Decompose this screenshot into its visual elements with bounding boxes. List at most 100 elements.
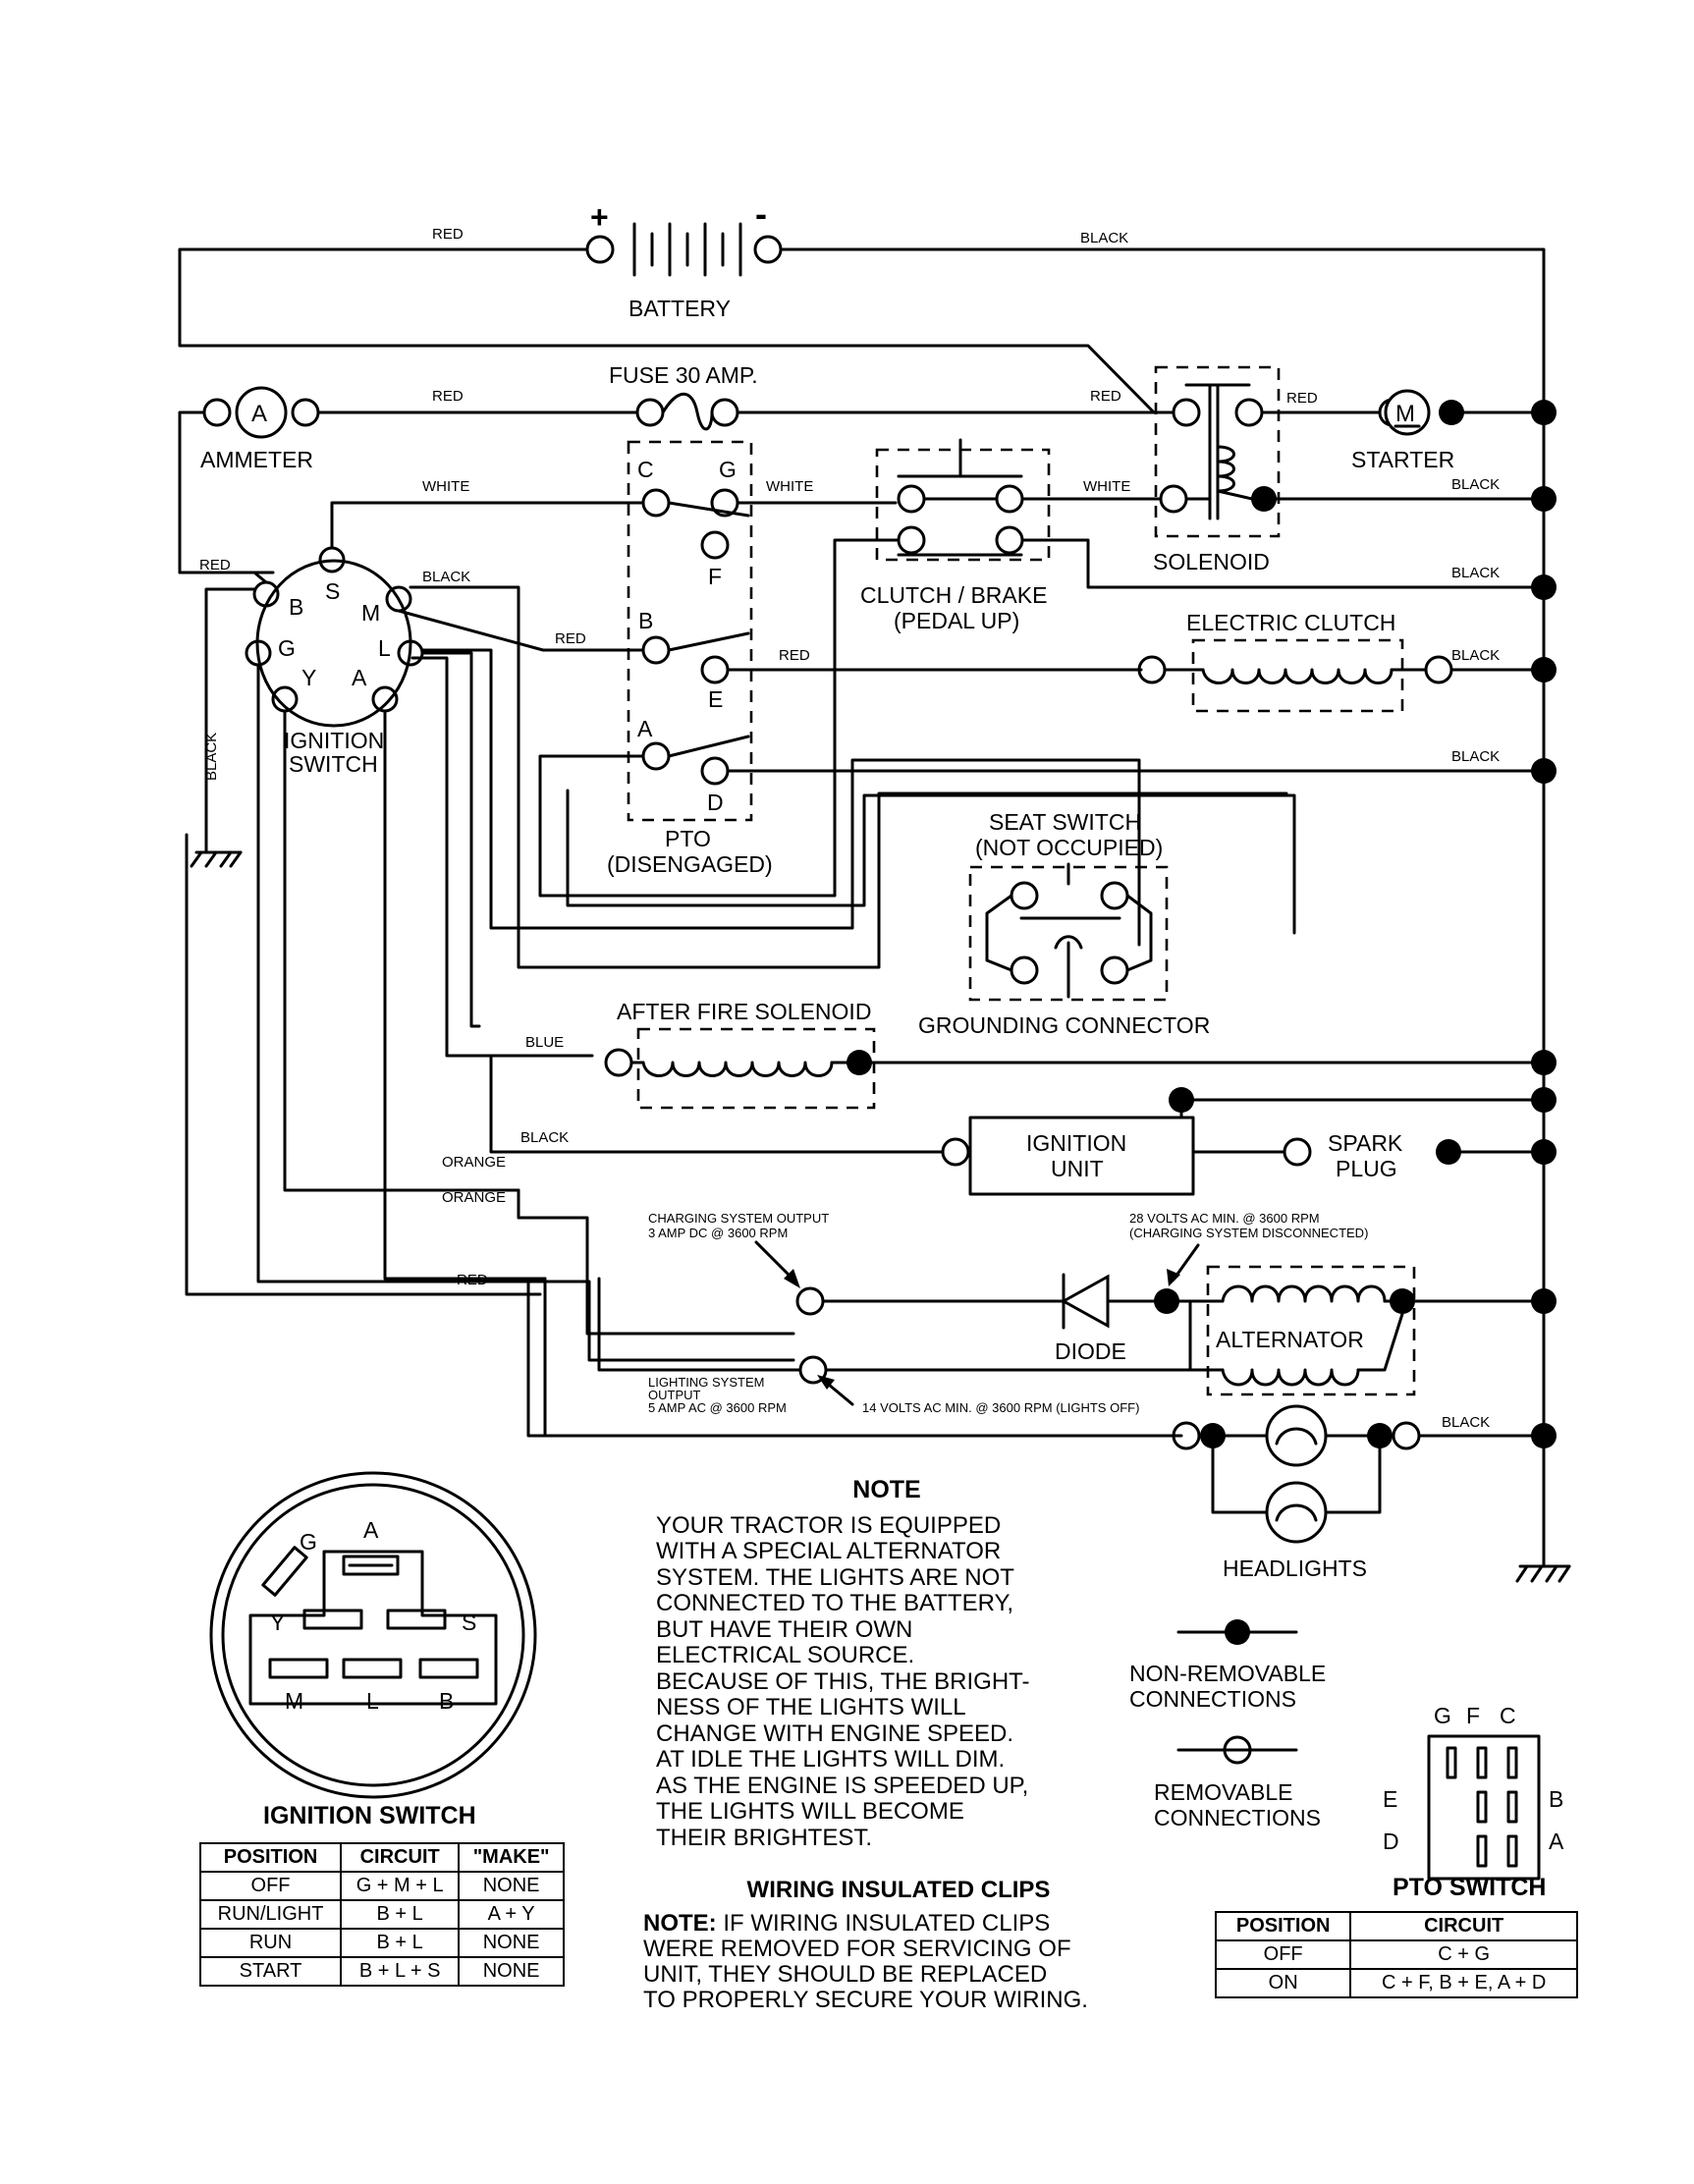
pto-label-2: (DISENGAGED) xyxy=(607,851,773,877)
pto-cell: C + F, B + E, A + D xyxy=(1349,1968,1578,1998)
wire-blue: BLUE xyxy=(525,1034,564,1051)
starter xyxy=(1384,389,1431,436)
face-a: A xyxy=(363,1517,379,1543)
note-line: BECAUSE OF THIS, THE BRIGHT- xyxy=(656,1667,1030,1695)
ignition-table-title: IGNITION SWITCH xyxy=(263,1802,476,1829)
ign-cell: NONE xyxy=(458,1928,565,1958)
wire-red-4: RED xyxy=(1286,390,1318,407)
wire-red-7: RED xyxy=(779,647,810,664)
pto-face-g: G xyxy=(1434,1703,1451,1728)
ign-col-circuit: CIRCUIT xyxy=(340,1842,461,1873)
pto-face-b: B xyxy=(1549,1786,1563,1812)
ign-cell: NONE xyxy=(458,1956,565,1987)
wire-white-2: WHITE xyxy=(766,478,813,495)
ign-term-g: G xyxy=(278,635,296,661)
note-line: WITH A SPECIAL ALTERNATOR xyxy=(656,1538,1002,1564)
ign-cell: OFF xyxy=(198,1871,343,1901)
wire-red-5: RED xyxy=(199,557,231,573)
table-row: RUN/LIGHT B + L A + Y xyxy=(198,1899,565,1930)
solenoid-label: SOLENOID xyxy=(1153,549,1270,574)
diode: DIODE xyxy=(1055,1273,1126,1364)
legend-nonremovable-2: CONNECTIONS xyxy=(1129,1686,1296,1712)
lighting-annotation-1: LIGHTING SYSTEM xyxy=(648,1375,764,1390)
ign-term-a: A xyxy=(352,665,367,690)
wire-black-1: BLACK xyxy=(1080,230,1128,246)
volts28-annotation-1: 28 VOLTS AC MIN. @ 3600 RPM xyxy=(1129,1211,1320,1226)
pto-face-d: D xyxy=(1383,1829,1399,1854)
grounding-connector-label: GROUNDING CONNECTOR xyxy=(918,1012,1210,1038)
pto-term-d: D xyxy=(707,790,724,815)
pto-switch-face: G F C E B D A xyxy=(1383,1703,1564,1881)
wire-white-1: WHITE xyxy=(422,478,469,495)
note-line: THEIR BRIGHTEST. xyxy=(656,1824,873,1851)
pto-term-c: C xyxy=(637,457,654,482)
ign-term-y: Y xyxy=(301,665,316,690)
seat-switch-label-1: SEAT SWITCH xyxy=(989,809,1141,835)
charging-annotation-2: 3 AMP DC @ 3600 RPM xyxy=(648,1226,788,1240)
note-line: ELECTRICAL SOURCE. xyxy=(656,1642,915,1668)
pto-term-b: B xyxy=(638,608,653,633)
note-line: SYSTEM. THE LIGHTS ARE NOT xyxy=(656,1563,1014,1591)
clips-title: WIRING INSULATED CLIPS xyxy=(746,1877,1051,1903)
face-b: B xyxy=(439,1688,454,1714)
pto-term-e: E xyxy=(708,686,723,712)
pto-face-e: E xyxy=(1383,1786,1397,1812)
wire-black-6: BLACK xyxy=(1451,748,1500,765)
alternator: ALTERNATOR xyxy=(1206,1265,1416,1396)
wire-red-6: RED xyxy=(555,630,586,647)
ign-cell: NONE xyxy=(458,1871,565,1901)
ign-term-b: B xyxy=(289,594,303,620)
pto-col-circuit: CIRCUIT xyxy=(1349,1911,1578,1941)
face-s: S xyxy=(462,1610,476,1635)
pto-table: POSITION CIRCUIT OFF C + G ON C + F, B +… xyxy=(1214,1911,1578,1998)
spark-plug-label-2: PLUG xyxy=(1336,1156,1397,1181)
ign-col-make: "MAKE" xyxy=(458,1842,565,1873)
spark-plug-label-1: SPARK xyxy=(1328,1130,1403,1156)
wire-black-vertical: BLACK xyxy=(203,733,220,781)
wire-orange-2: ORANGE xyxy=(442,1189,506,1206)
legend-removable-2: CONNECTIONS xyxy=(1154,1805,1321,1830)
wire-red-8: RED xyxy=(457,1272,488,1288)
note-line: CONNECTED TO THE BATTERY, xyxy=(656,1590,1014,1616)
wire-black-2: BLACK xyxy=(1451,476,1500,493)
ignition-unit xyxy=(968,1116,1195,1196)
lighting-annotation-3: 5 AMP AC @ 3600 RPM xyxy=(648,1400,787,1415)
pto-cell: OFF xyxy=(1214,1939,1352,1970)
clutch-brake-switch: CLUTCH / BRAKE (PEDAL UP) xyxy=(860,438,1051,633)
wire-black-7: BLACK xyxy=(520,1129,569,1146)
ammeter-letter: A xyxy=(251,401,267,427)
note-line: CHANGE WITH ENGINE SPEED. xyxy=(656,1720,1014,1747)
pto-term-a: A xyxy=(637,716,653,741)
legend-nonremovable-1: NON-REMOVABLE xyxy=(1129,1661,1326,1686)
ignition-label-1: IGNITION xyxy=(284,728,384,753)
note-line: AS THE ENGINE IS SPEEDED UP, xyxy=(656,1772,1029,1799)
pto-face-f: F xyxy=(1466,1703,1480,1728)
ignition-switch-face: G A Y S M L B xyxy=(209,1471,537,1799)
ign-cell: RUN/LIGHT xyxy=(198,1899,343,1930)
note-line: YOUR TRACTOR IS EQUIPPED xyxy=(656,1511,1002,1539)
clutch-label-1: CLUTCH / BRAKE xyxy=(860,582,1047,608)
pto-face-c: C xyxy=(1500,1703,1516,1728)
electric-clutch: ELECTRIC CLUTCH xyxy=(1137,610,1453,713)
clips-lead: NOTE: xyxy=(643,1910,717,1937)
headlights: HEADLIGHTS xyxy=(1172,1404,1421,1581)
seat-switch-label-2: (NOT OCCUPIED) xyxy=(975,835,1163,860)
seat-switch: SEAT SWITCH (NOT OCCUPIED) GROUNDING CON… xyxy=(918,809,1210,1038)
ammeter-label: AMMETER xyxy=(200,447,313,472)
battery-label: BATTERY xyxy=(628,296,731,321)
fuse-label: FUSE 30 AMP. xyxy=(609,362,758,388)
clips-line: UNIT, THEY SHOULD BE REPLACED xyxy=(643,1961,1048,1988)
note-block: NOTE YOUR TRACTOR IS EQUIPPED WITH A SPE… xyxy=(656,1477,1118,1851)
clips-block: WIRING INSULATED CLIPS NOTE: IF WIRING I… xyxy=(643,1878,1154,2013)
battery-minus: - xyxy=(755,193,767,234)
pto-label-1: PTO xyxy=(665,826,711,851)
ign-cell: RUN xyxy=(198,1928,343,1958)
ign-cell: START xyxy=(198,1956,343,1987)
legend: NON-REMOVABLE CONNECTIONS REMOVABLE CONN… xyxy=(1129,1619,1326,1830)
battery: + - BATTERY xyxy=(585,193,783,321)
ign-term-m: M xyxy=(361,600,380,626)
ign-cell: G + M + L xyxy=(340,1871,461,1901)
note-title: NOTE xyxy=(852,1476,921,1503)
table-row: ON C + F, B + E, A + D xyxy=(1214,1968,1578,1998)
